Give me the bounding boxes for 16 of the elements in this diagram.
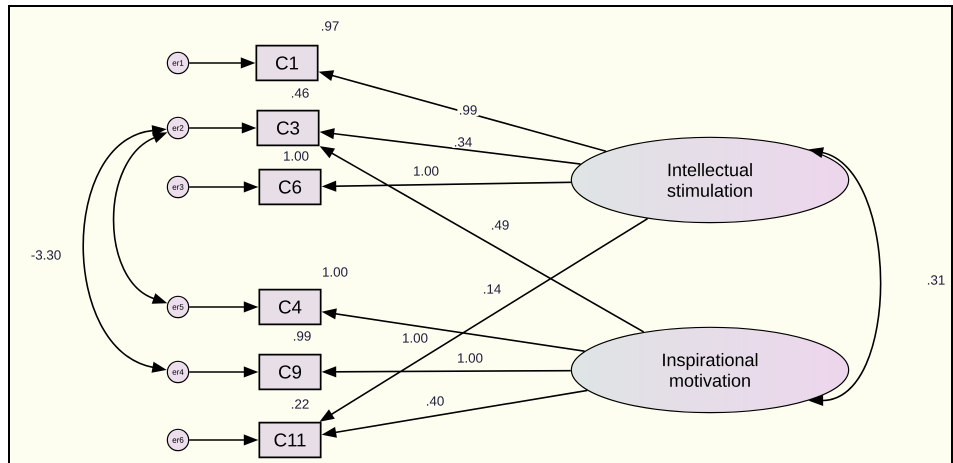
value-label: .99 — [294, 331, 311, 341]
edge-label: 1.00 — [456, 352, 484, 364]
value-label: .46 — [292, 88, 309, 98]
edge-label: 1.00 — [412, 164, 440, 178]
variable-box: C3 — [256, 110, 320, 146]
value-label: .97 — [322, 21, 339, 31]
variable-box: C9 — [258, 354, 322, 390]
edge-label: 1.00 — [400, 332, 430, 344]
value-label: 1.00 — [284, 151, 308, 161]
variable-box: C6 — [258, 168, 322, 206]
variable-box: C1 — [255, 44, 319, 82]
value-label: .22 — [292, 399, 309, 409]
value-label: 1.00 — [323, 267, 348, 277]
variable-box: C4 — [258, 288, 322, 326]
edge-label: .14 — [481, 283, 503, 295]
variable-box: C11 — [258, 422, 322, 458]
